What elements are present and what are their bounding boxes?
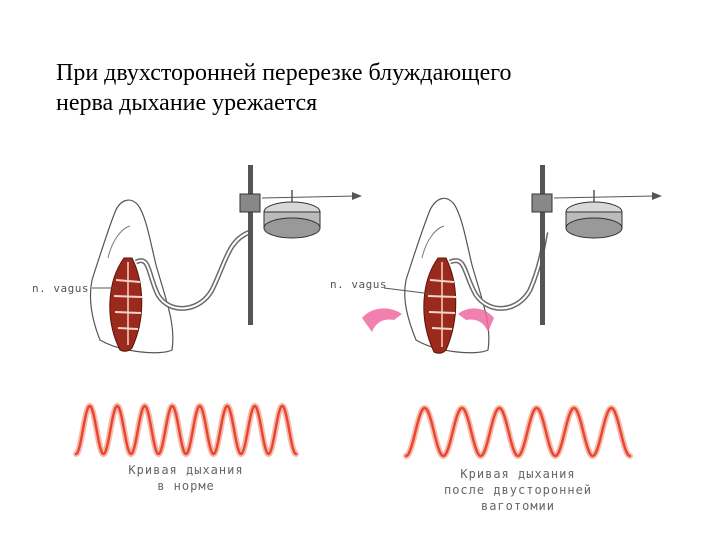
left-caption-line-1: Кривая дыхания xyxy=(128,463,243,477)
right-recording-capsule xyxy=(565,201,623,239)
right-curve-line xyxy=(404,406,632,458)
right-panel: n. vagus Кривая дыхания после двусторонн… xyxy=(330,165,662,513)
left-recording-capsule xyxy=(263,201,321,239)
right-respiration-curve xyxy=(403,404,633,460)
right-apparatus-stand xyxy=(531,165,662,325)
title-line-2: нерва дыхание урежается xyxy=(56,90,318,116)
left-cut-marker xyxy=(362,308,402,332)
left-caption-line-2: в норме xyxy=(157,479,215,493)
left-apparatus-stand xyxy=(239,165,362,325)
left-tube xyxy=(134,229,252,311)
left-nerve-label: n. vagus xyxy=(32,282,89,295)
left-respiration-curve xyxy=(73,402,299,458)
right-animal-outline xyxy=(404,197,490,354)
right-cut-marker xyxy=(458,308,494,332)
right-caption-line-3: ваготомии xyxy=(481,499,555,513)
left-curve-line xyxy=(74,404,298,456)
right-nerve-label: n. vagus xyxy=(330,278,387,291)
right-caption-line-2: после двусторонней xyxy=(444,483,592,497)
title-line-1: При двухсторонней перерезке блуждающего xyxy=(56,60,512,86)
left-animal-outline xyxy=(89,199,174,354)
right-caption-line-1: Кривая дыхания xyxy=(460,467,575,481)
slide-title: При двухсторонней перерезке блуждающего … xyxy=(56,58,676,118)
left-panel: n. vagus Кривая дыхания в норме xyxy=(32,165,362,493)
left-thorax-organ xyxy=(109,257,143,352)
right-thorax-organ xyxy=(423,257,457,354)
